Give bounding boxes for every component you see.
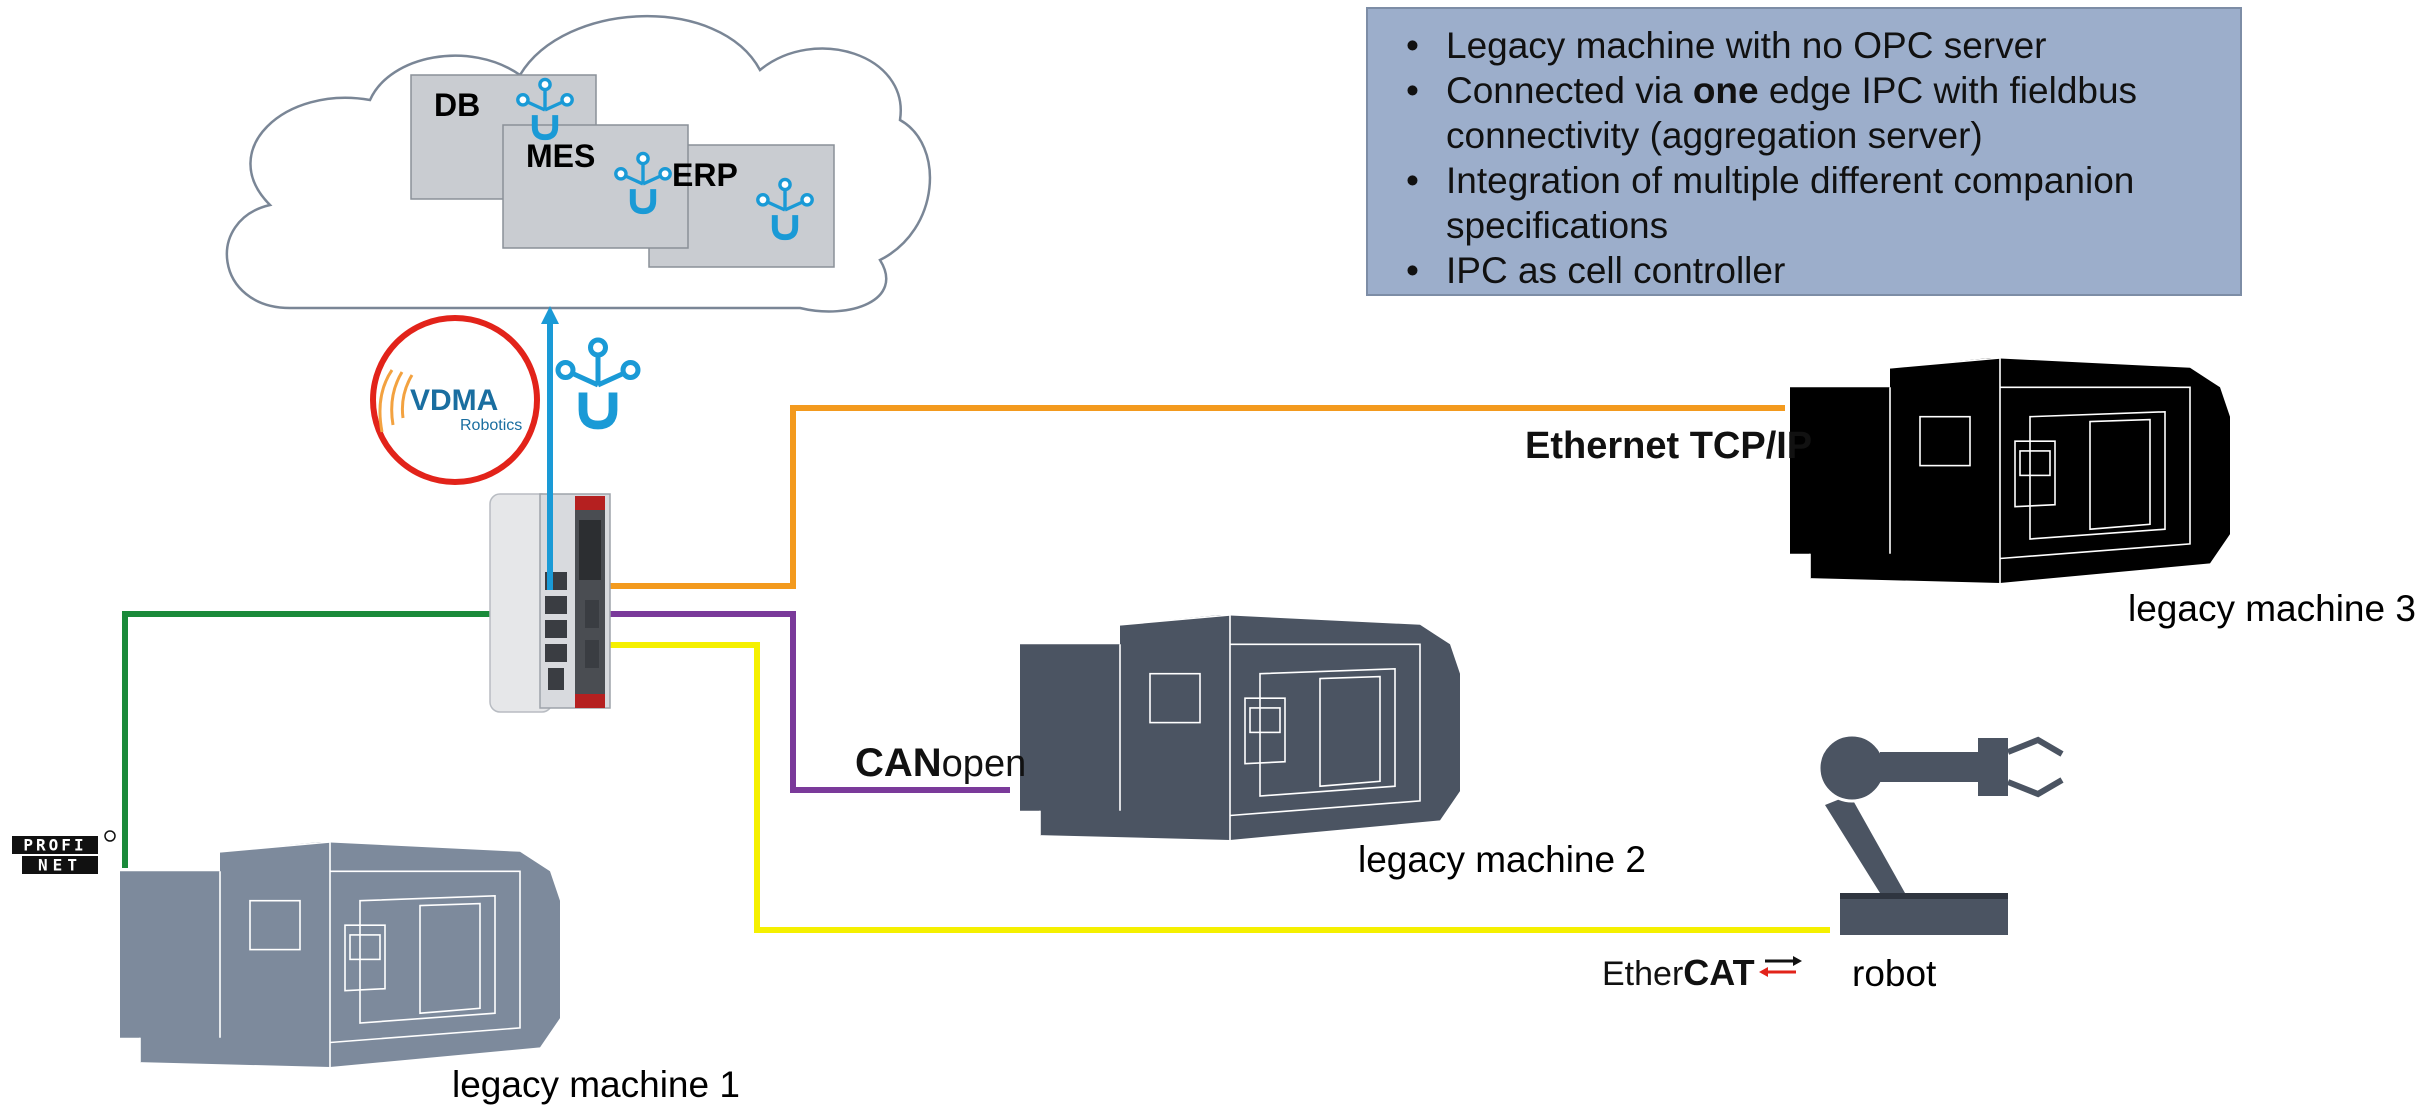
edge-ipc — [489, 493, 611, 713]
info-bullet: Legacy machine with no OPC server — [1392, 23, 2216, 68]
legacy-machine-1 — [120, 841, 560, 1067]
profinet-top: PROFI — [23, 836, 86, 855]
opcua-icon — [756, 177, 814, 241]
info-bullet-text: Integration of multiple different compan… — [1446, 160, 2135, 246]
info-bullet: Integration of multiple different compan… — [1392, 158, 2216, 248]
ethercat-logo: EtherCAT — [1602, 952, 1802, 993]
profinet-logo: PROFI NET — [12, 830, 116, 875]
ethernet-line — [563, 405, 1785, 589]
info-bullet-text: edge IPC with fieldbus connectivity (agg… — [1446, 70, 2138, 156]
vdma-logo-text: VDMA — [410, 384, 498, 417]
opcua-icon — [516, 77, 574, 141]
legacy-machine-3 — [1790, 357, 2230, 583]
legacy-machine-1-label: legacy machine 1 — [452, 1064, 740, 1105]
info-bullet-text: one — [1692, 70, 1759, 111]
svg-text:EtherCAT: EtherCAT — [1602, 952, 1755, 993]
legacy-machine-2 — [1020, 614, 1460, 840]
canopen-bold: CAN — [855, 741, 942, 785]
canopen-logo: CANopen — [855, 741, 1026, 785]
legacy-machine-3-label: legacy machine 3 — [2128, 588, 2416, 629]
profinet-line — [122, 611, 560, 868]
uplink-arrowhead — [541, 306, 559, 324]
vdma-robotics-badge: VDMA Robotics — [370, 315, 540, 485]
robot-arm — [1817, 733, 2064, 935]
info-bullet: Connected via one edge IPC with fieldbus… — [1392, 68, 2216, 158]
ethercat-line — [565, 642, 1830, 933]
robot-label: robot — [1852, 953, 1937, 994]
info-box: Legacy machine with no OPC serverConnect… — [1366, 7, 2242, 296]
ethercat-light: Ether — [1602, 955, 1683, 993]
opcua-icon — [555, 337, 641, 430]
canopen-line — [575, 611, 1010, 793]
mes-label: MES — [526, 138, 596, 174]
erp-label: ERP — [672, 157, 738, 193]
canopen-light: open — [942, 743, 1027, 785]
legacy-machine-2-label: legacy machine 2 — [1358, 839, 1646, 880]
ethercat-bold: CAT — [1683, 952, 1754, 993]
cloud-box-mes — [502, 124, 689, 249]
info-bullet-text: Legacy machine with no OPC server — [1446, 25, 2047, 66]
opcua-icon — [614, 151, 672, 215]
info-bullet-text: IPC as cell controller — [1446, 250, 1786, 291]
info-bullet-text: Connected via — [1446, 70, 1693, 111]
ethernet-label: Ethernet TCP/IP — [1525, 425, 1812, 467]
profinet-bottom: NET — [38, 856, 82, 875]
vdma-sub-text: Robotics — [460, 417, 522, 434]
info-bullet-list: Legacy machine with no OPC serverConnect… — [1392, 23, 2216, 293]
db-label: DB — [434, 87, 481, 123]
info-bullet: IPC as cell controller — [1392, 248, 2216, 293]
